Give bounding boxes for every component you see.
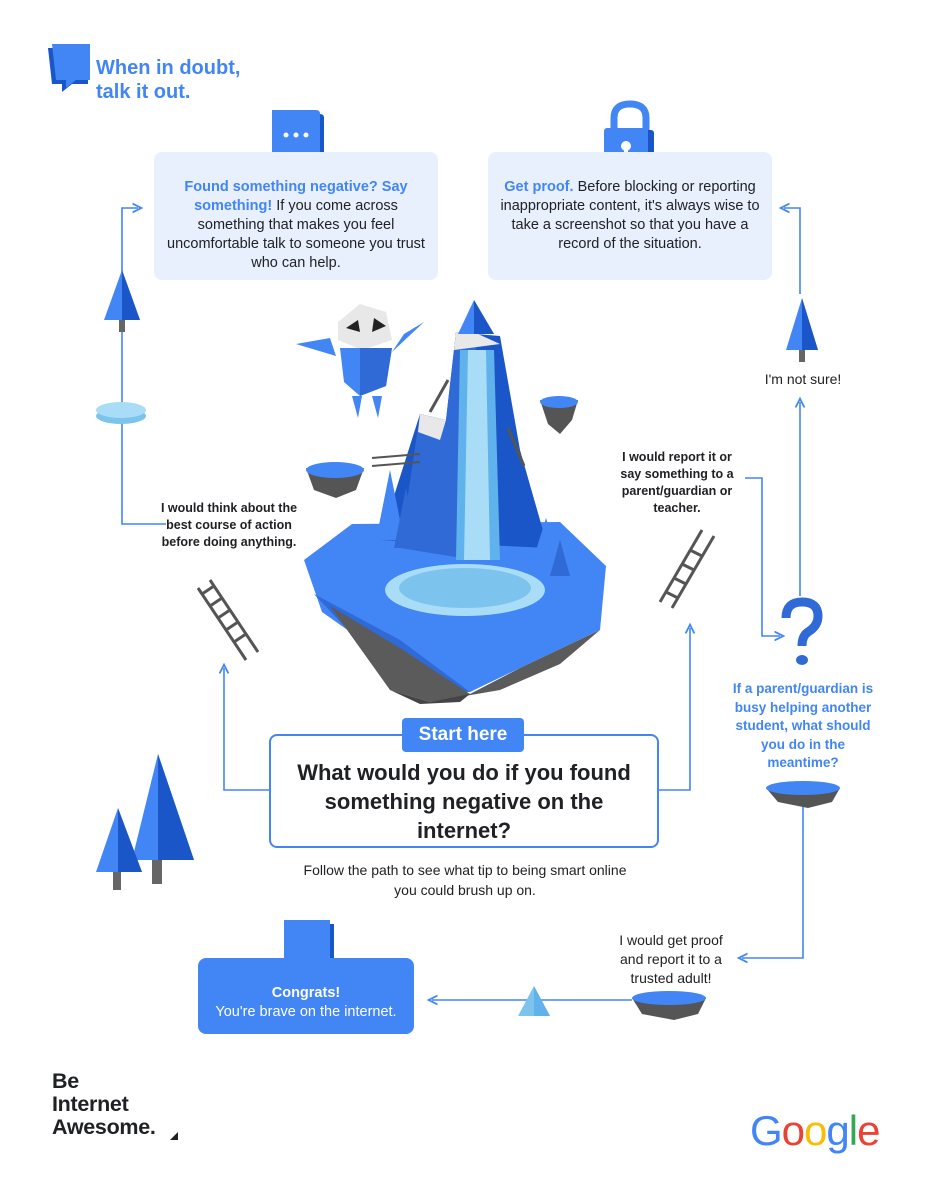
option-not-sure: I'm not sure! [764,371,842,387]
instruction-text: Follow the path to see what tip to being… [303,862,627,898]
tip-proof-lead: Get proof. [504,179,574,195]
mountain-island [304,300,606,704]
path-start-left [224,668,269,791]
question-mark-icon [781,597,823,665]
google-logo: Google [750,1107,880,1155]
option-report-it: I would report it or say something to a … [620,450,734,515]
trees-bottom-left [96,754,194,890]
path-think-to-negative [121,208,166,525]
google-letter: o [781,1107,805,1154]
google-letter: g [826,1107,849,1154]
google-letter: l [848,1107,858,1154]
option-get-proof: I would get proof and report it to a tru… [619,932,723,986]
ladder-left [196,579,260,661]
platform-right [766,781,840,808]
tip-negative-lead: Found something negative? Say something! [184,179,408,214]
option-think-first: I would think about the best course of a… [160,501,298,549]
path-start-right [659,628,690,791]
google-letter: e [857,1107,880,1154]
google-letter: G [750,1107,783,1154]
start-question: What would you do if you found something… [297,760,631,843]
floating-island-small-right [540,396,578,434]
tree-right-path [786,298,818,362]
congrats-body: You're brave on the internet. [215,1004,397,1020]
floating-island-left [306,462,364,498]
followup-question: If a parent/guardian is busy helping ano… [732,681,874,770]
brand-line-2: Internet [52,1092,129,1116]
tip-card-proof: Get proof. Before blocking or reporting … [488,152,772,280]
tip-negative-body: If you come across something that makes … [167,198,425,271]
header-line-1: When in doubt, [96,57,241,79]
stepping-disc [96,402,146,424]
congrats-title: Congrats! [271,985,341,1001]
tip-proof-body: Before blocking or reporting inappropria… [500,179,760,252]
platform-bottom [632,991,706,1020]
start-here-badge: Start here [402,718,524,752]
brand-triangle-icon [170,1132,178,1140]
be-internet-awesome-logo: Be Internet Awesome. [52,1070,156,1139]
google-letter: o [804,1107,827,1154]
ladder-right [658,529,716,609]
pyramid-marker [518,986,550,1016]
tip-card-negative: Found something negative? Say something!… [154,152,438,280]
brand-line-3: Awesome. [52,1115,156,1139]
brand-line-1: Be [52,1069,79,1093]
congrats-box: Congrats! You're brave on the internet. [198,958,414,1034]
path-notsure-to-proof [784,208,801,294]
header-line-2: talk it out. [96,81,191,103]
chat-bubble-icon [48,44,90,92]
page-header: When in doubt, talk it out. [96,56,240,104]
path-question-to-getproof [742,806,804,958]
path-report-to-question [745,477,780,636]
robot-mascot [296,304,424,418]
tree-left-path [104,270,140,332]
